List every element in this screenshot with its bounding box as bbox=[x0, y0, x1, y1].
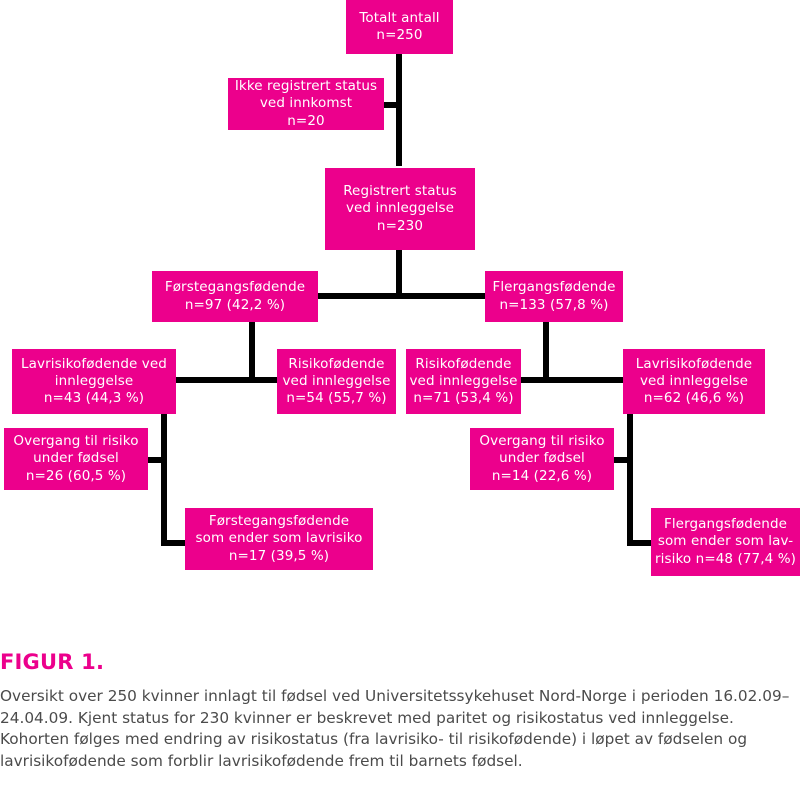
edge-registered-stem bbox=[396, 248, 402, 296]
node-line: Overgang til risiko bbox=[13, 433, 139, 450]
node-risikofodende-ved-innleggelse-multipara: Risikofødende ved innleggelse n=71 (53,4… bbox=[406, 349, 521, 414]
node-line: n=62 (46,6 %) bbox=[643, 390, 745, 407]
node-line: n=17 (39,5 %) bbox=[228, 547, 330, 564]
edge-multipara-lowrisk bbox=[543, 377, 623, 383]
node-line: Overgang til risiko bbox=[479, 433, 605, 450]
node-overgang-til-risiko-primipara: Overgang til risiko under fødsel n=26 (6… bbox=[4, 428, 148, 490]
node-line: n=43 (44,3 %) bbox=[43, 390, 145, 407]
edge-mlowrisk-stayslow bbox=[627, 540, 651, 546]
node-line: Flergangsfødende bbox=[663, 516, 788, 533]
node-line: n=230 bbox=[376, 217, 424, 234]
node-lavrisikofodende-ved-innleggelse-multipara: Lavrisikofødende ved innleggelse n=62 (4… bbox=[623, 349, 765, 414]
node-line: som ender som lavrisiko bbox=[195, 530, 363, 547]
edge-registered-crossbar bbox=[318, 293, 485, 299]
node-line: innleggelse bbox=[54, 372, 134, 389]
edge-multipara-stem bbox=[543, 322, 549, 380]
node-line: ved innleggelse bbox=[282, 372, 391, 389]
node-flergangsfodende: Flergangsfødende n=133 (57,8 %) bbox=[485, 271, 623, 322]
node-line: n=20 bbox=[287, 112, 325, 129]
figure-caption-text: Oversikt over 250 kvinner innlagt til fø… bbox=[0, 687, 790, 771]
node-overgang-til-risiko-multipara: Overgang til risiko under fødsel n=14 (2… bbox=[470, 428, 614, 490]
node-risikofodende-ved-innleggelse-primipara: Risikofødende ved innleggelse n=54 (55,7… bbox=[277, 349, 396, 414]
node-line: n=133 (57,8 %) bbox=[499, 296, 609, 313]
node-line: Risikofødende bbox=[415, 355, 512, 372]
node-forstegangsfodende-som-ender-som-lavrisiko: Førstegangsfødende som ender som lavrisi… bbox=[185, 508, 373, 570]
edge-multipara-risk bbox=[521, 377, 549, 383]
node-line: n=71 (53,4 %) bbox=[413, 390, 514, 407]
node-line: ved innleggelse bbox=[345, 200, 455, 217]
edge-primipara-risk bbox=[249, 377, 277, 383]
node-line: Førstegangsfødende bbox=[208, 513, 350, 530]
node-line: ved innleggelse bbox=[639, 372, 749, 389]
node-line: Førstegangsfødende bbox=[164, 279, 306, 296]
node-line: ved innkomst bbox=[259, 95, 353, 112]
edge-mlowrisk-stem bbox=[627, 414, 633, 546]
node-line: Lavrisikofødende ved bbox=[21, 355, 167, 372]
figure-caption-block: FIGUR 1. Oversikt over 250 kvinner innla… bbox=[0, 650, 800, 773]
node-lavrisikofodende-ved-innleggelse-primipara: Lavrisikofødende ved innleggelse n=43 (4… bbox=[12, 349, 176, 414]
node-line: Flergangsfødende bbox=[492, 279, 616, 296]
node-line: Risikofødende bbox=[288, 355, 385, 372]
node-totalt-antall: Totalt antall n=250 bbox=[346, 0, 453, 54]
node-line: risiko n=48 (77,4 %) bbox=[654, 550, 797, 567]
node-line: n=250 bbox=[376, 27, 423, 43]
node-line: under fødsel bbox=[499, 450, 585, 467]
flowchart-diagram: Totalt antall n=250 Ikke registrert stat… bbox=[4, 0, 800, 576]
node-line: n=14 (22,6 %) bbox=[491, 467, 593, 484]
edge-primipara-stem bbox=[249, 322, 255, 380]
node-line: n=26 (60,5 %) bbox=[25, 467, 127, 484]
node-line: Ikke registrert status bbox=[234, 78, 378, 95]
figure-label: FIGUR 1. bbox=[0, 650, 105, 674]
node-line: som ender som lav- bbox=[657, 533, 794, 550]
node-line: n=97 (42,2 %) bbox=[184, 296, 286, 313]
node-forstegangsfodende: Førstegangsfødende n=97 (42,2 %) bbox=[152, 271, 318, 322]
node-line: Registrert status bbox=[343, 183, 457, 200]
node-registrert-status: Registrert status ved innleggelse n=230 bbox=[325, 168, 475, 250]
node-line: Totalt antall bbox=[359, 9, 440, 26]
node-flergangsfodende-som-ender-som-lavrisiko: Flergangsfødende som ender som lav- risi… bbox=[651, 508, 800, 576]
edge-plowrisk-transition bbox=[148, 457, 167, 463]
node-line: n=54 (55,7 %) bbox=[286, 390, 387, 407]
edge-total-unregistered bbox=[383, 102, 402, 108]
edge-primipara-lowrisk bbox=[176, 377, 255, 383]
node-line: ved innleggelse bbox=[409, 372, 518, 389]
edge-total-stem bbox=[396, 52, 402, 166]
node-line: Lavrisikofødende bbox=[635, 355, 753, 372]
edge-plowrisk-stayslow bbox=[161, 540, 185, 546]
node-line: under fødsel bbox=[33, 450, 119, 467]
edge-plowrisk-stem bbox=[161, 414, 167, 546]
edge-mlowrisk-transition bbox=[614, 457, 633, 463]
node-ikke-registrert-status: Ikke registrert status ved innkomst n=20 bbox=[228, 78, 384, 130]
